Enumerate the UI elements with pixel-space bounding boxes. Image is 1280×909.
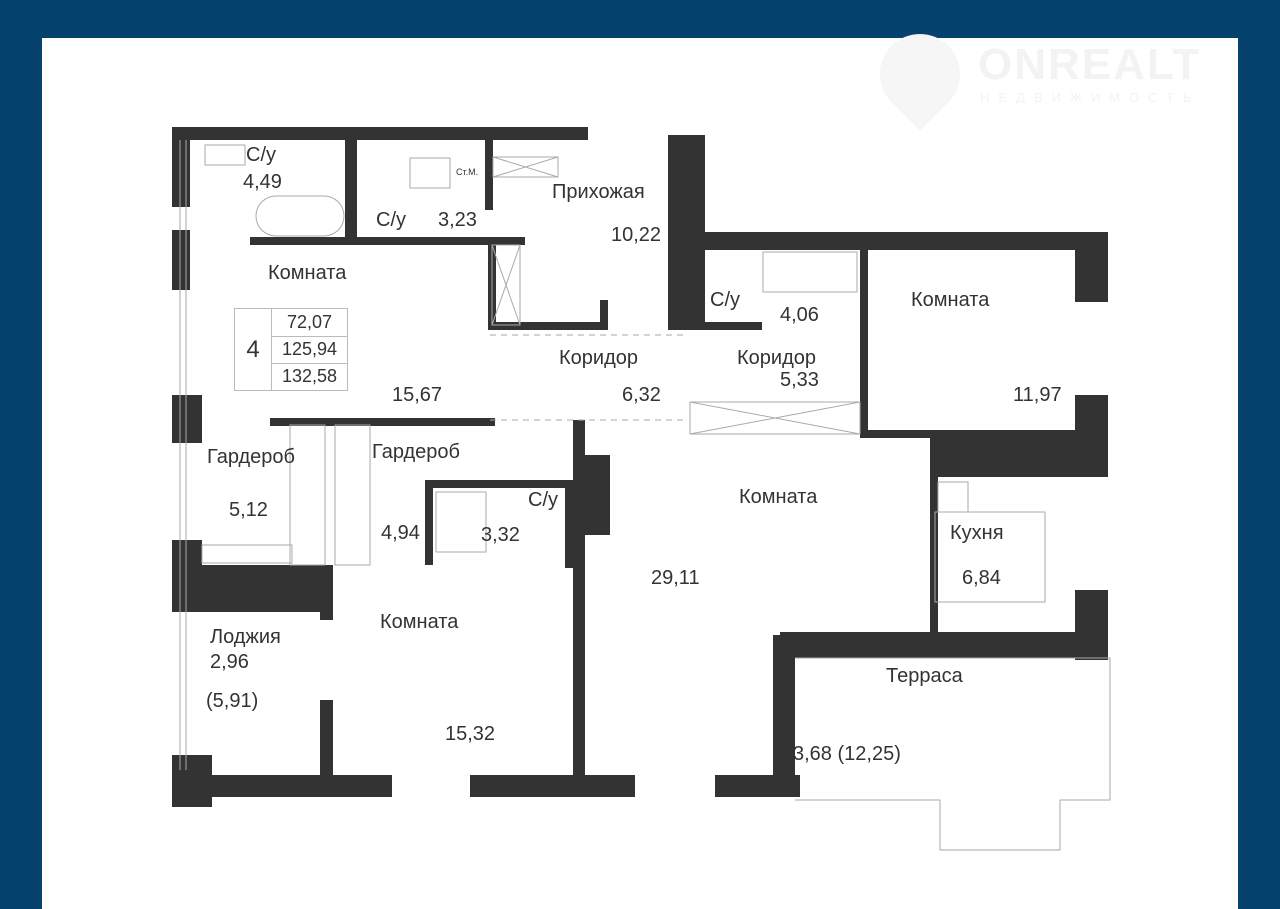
total-area: 125,94	[272, 336, 347, 364]
room-wardrobe1-area: 5,12	[229, 499, 268, 521]
room-corridor2-area: 5,33	[780, 369, 819, 391]
room-corridor1-name: Коридор	[559, 347, 638, 369]
room-terrace-name: Терраса	[886, 665, 963, 687]
room-bath2-name: С/у	[376, 209, 406, 231]
room-bedroom3-name: Комната	[380, 611, 459, 633]
room-bedroom1-name: Комната	[268, 262, 347, 284]
living-area: 72,07	[272, 309, 347, 337]
room-kitchen-area: 6,84	[962, 567, 1001, 589]
room-corridor1-area: 6,32	[622, 384, 661, 406]
apartment-summary-box: 4 72,07 125,94 132,58	[234, 308, 348, 391]
room-living-name: Комната	[739, 486, 818, 508]
room-bath2-appliance: Ст.М.	[456, 167, 479, 177]
room-bedroom2-area: 11,97	[1013, 384, 1062, 406]
room-bath3-area: 4,06	[780, 304, 819, 326]
room-bedroom1-area: 15,67	[392, 384, 443, 406]
room-hall-name: Прихожая	[552, 181, 645, 203]
fixtures	[179, 140, 1111, 851]
room-bath3-name: С/у	[710, 289, 740, 311]
room-hall-area: 10,22	[611, 224, 662, 246]
room-bath4-name: С/у	[528, 489, 558, 511]
total-area-with-outdoor: 132,58	[281, 366, 338, 386]
room-wardrobe2-area: 4,94	[381, 522, 420, 544]
room-loggia-name: Лоджия	[210, 626, 281, 648]
room-loggia-area: 2,96	[210, 651, 249, 673]
room-bedroom3-area: 15,32	[445, 723, 496, 745]
room-count: 4	[235, 309, 272, 390]
watermark-brand: ONREALT	[978, 40, 1202, 89]
room-terrace-area: 3,68 (12,25)	[793, 743, 901, 765]
watermark-tagline: НЕДВИЖИМОСТЬ	[980, 90, 1201, 105]
room-wardrobe1-name: Гардероб	[207, 446, 295, 468]
room-bath2-area: 3,23	[438, 209, 477, 231]
room-corridor2-name: Коридор	[737, 347, 816, 369]
room-bedroom2-name: Комната	[911, 289, 990, 311]
room-kitchen-name: Кухня	[950, 522, 1004, 544]
room-wardrobe2-name: Гардероб	[372, 441, 460, 463]
room-living-area: 29,11	[651, 567, 700, 589]
room-bath1-area: 4,49	[243, 171, 282, 193]
room-bath1-name: С/у	[246, 144, 276, 166]
room-loggia-area-full: (5,91)	[206, 690, 259, 712]
room-bath4-area: 3,32	[481, 524, 520, 546]
